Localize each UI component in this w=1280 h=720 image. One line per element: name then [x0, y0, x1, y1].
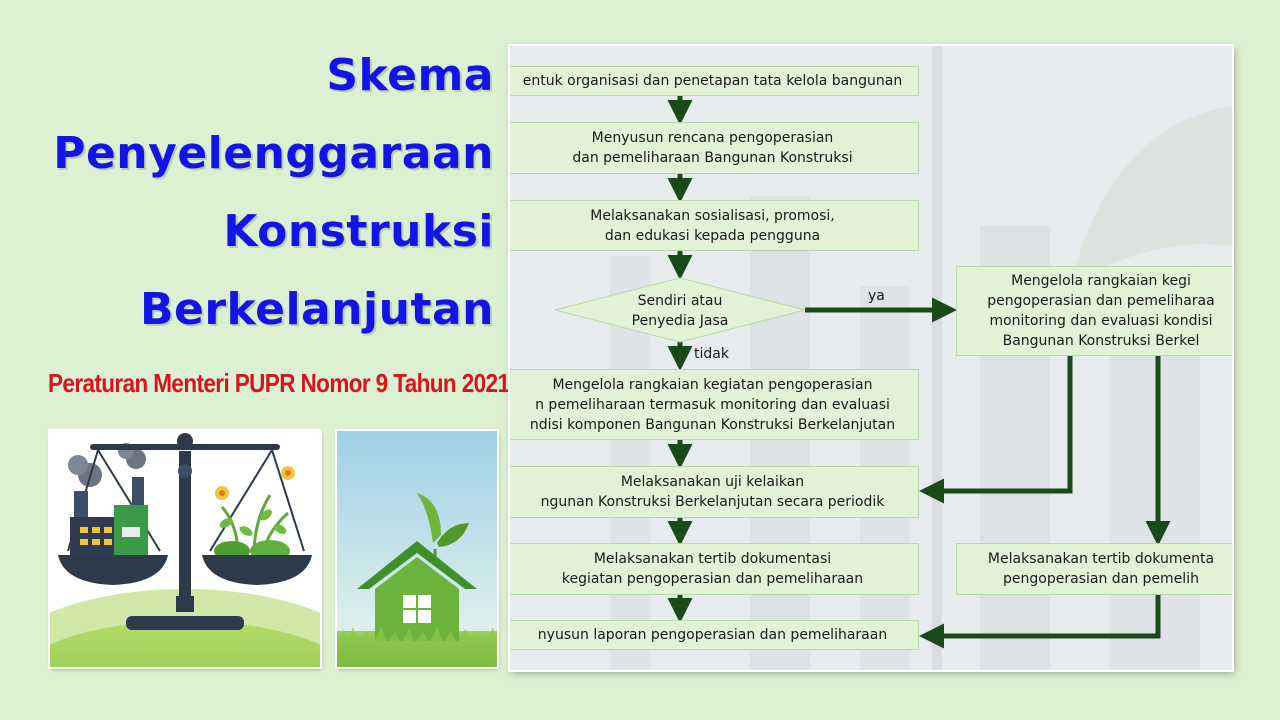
decision-diamond [554, 277, 806, 343]
side-step-1: Mengelola rangkaian kegi pengoperasian d… [956, 266, 1232, 356]
eco-house-icon [337, 431, 497, 667]
no-label: tidak [694, 346, 729, 362]
flow-step-2: Menyusun rencana pengoperasian dan pemel… [510, 122, 919, 174]
subtitle-regulation: Peraturan Menteri PUPR Nomor 9 Tahun 202… [48, 369, 510, 398]
balance-scale-icon [50, 433, 320, 667]
flow-step-1: entuk organisasi dan penetapan tata kelo… [510, 66, 919, 96]
flowchart-panel: entuk organisasi dan penetapan tata kelo… [510, 46, 1232, 670]
flow-step-5: Melaksanakan uji kelaikan ngunan Konstru… [510, 466, 919, 518]
eco-house-illustration [337, 431, 497, 667]
flow-step-6: Melaksanakan tertib dokumentasi kegiatan… [510, 543, 919, 595]
side-step-2: Melaksanakan tertib dokumenta pengoperas… [956, 543, 1232, 595]
yes-label: ya [868, 288, 885, 304]
title-line-1: Skema [326, 50, 494, 101]
flow-step-4: Mengelola rangkaian kegiatan pengoperasi… [510, 369, 919, 440]
decision-label: Sendiri atau Penyedia Jasa [631, 293, 729, 329]
title-line-2: Penyelenggaraan [53, 128, 494, 179]
flow-step-7: nyusun laporan pengoperasian dan pemelih… [510, 620, 919, 650]
title-line-4: Berkelanjutan [139, 284, 494, 335]
flow-arrows [667, 96, 1171, 649]
flow-step-3: Melaksanakan sosialisasi, promosi, dan e… [510, 200, 919, 251]
title-line-3: Konstruksi [223, 206, 494, 257]
balance-scale-illustration [50, 431, 320, 667]
